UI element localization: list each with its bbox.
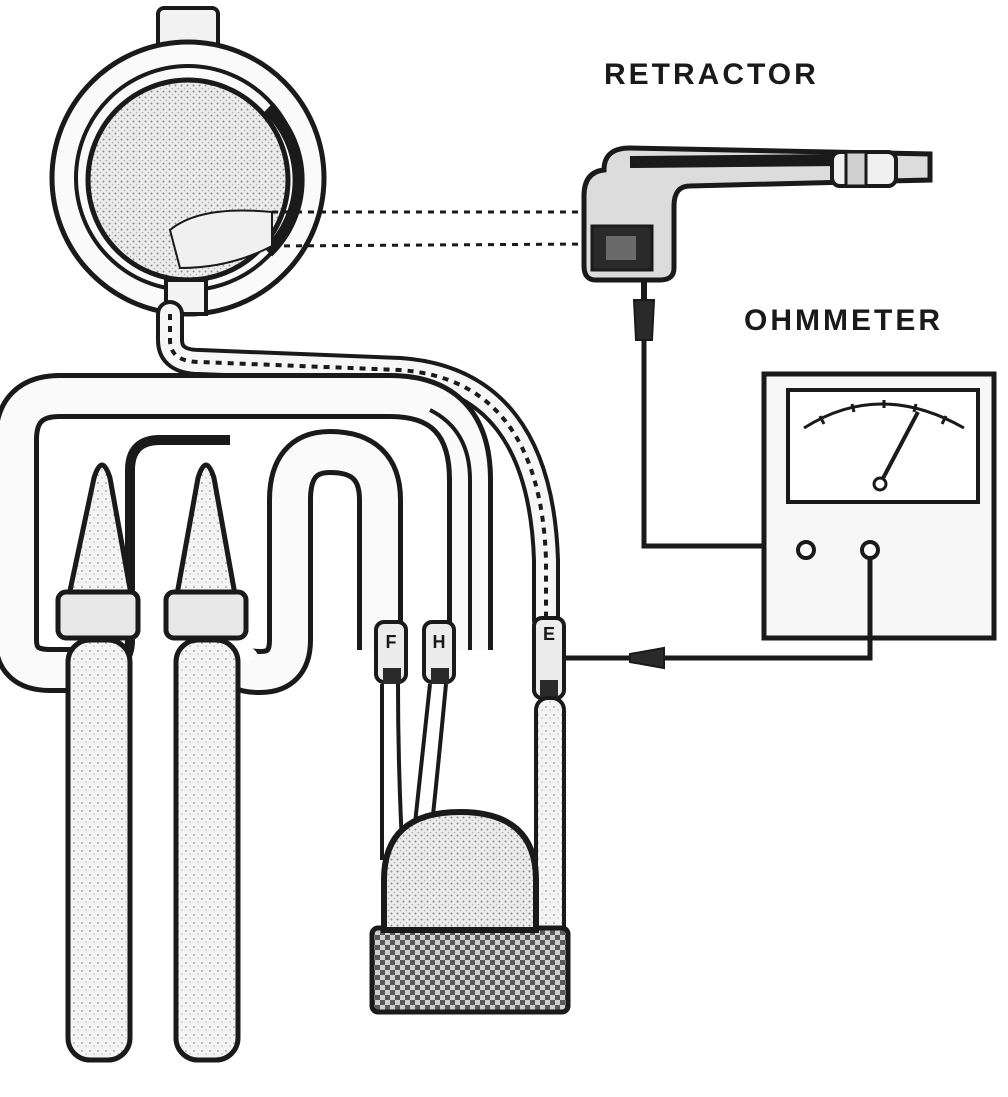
left-leg-strap — [55, 462, 141, 1063]
connector-h: H — [422, 620, 456, 684]
ohmmeter — [761, 371, 997, 641]
retractor — [581, 145, 933, 283]
retractor-label: RETRACTOR — [604, 58, 819, 91]
connector-f: F — [374, 620, 408, 684]
connector-probe — [566, 558, 873, 670]
connector-letter-f: F — [386, 632, 397, 652]
seat-sensor — [369, 808, 571, 1015]
body-frame — [0, 373, 493, 695]
connector-letter-e: E — [543, 624, 555, 644]
right-leg-strap — [163, 462, 249, 1063]
connector-e: E — [532, 616, 566, 700]
retractor-probe — [632, 280, 800, 549]
harness-cable — [156, 300, 560, 634]
ohmmeter-label: OHMMETER — [744, 304, 943, 337]
connector-letter-h: H — [433, 632, 446, 652]
